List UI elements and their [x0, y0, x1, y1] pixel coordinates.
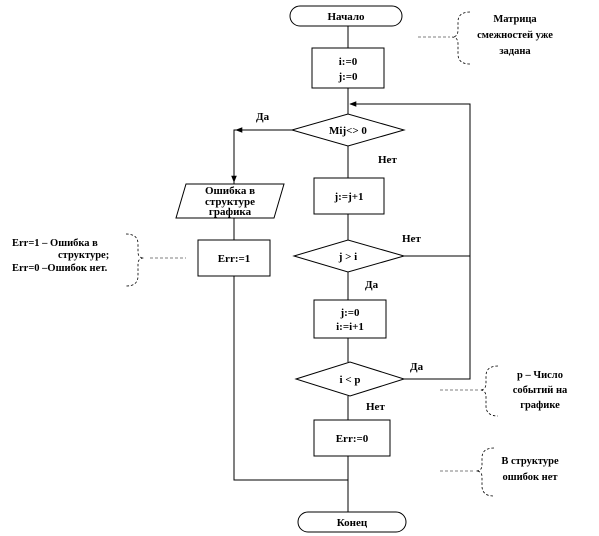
edge-cond-i-yes: [349, 101, 471, 380]
edge-err1-end: [233, 276, 348, 481]
inc-j-process: j:=j+1: [313, 177, 385, 215]
cond-j-label: j > i: [338, 251, 358, 263]
note-matrix-line-3: задана: [499, 46, 531, 57]
label-i-no: Нет: [366, 401, 385, 413]
note-p-line-2: событий на: [513, 385, 568, 396]
error-io: Ошибка в структуре графика: [175, 183, 285, 219]
note-ok-line-2: ошибок нет: [502, 472, 558, 483]
init-j-label: j:=0: [337, 71, 358, 83]
set-err0-process: Err:=0: [313, 419, 391, 457]
note-ok: В структуре ошибок нет: [440, 447, 559, 497]
reset-j-label: j:=0: [339, 307, 360, 319]
init-i-label: i:=0: [339, 56, 358, 68]
cond-j-decision: j > i: [292, 239, 406, 273]
note-p-line-3: графике: [520, 400, 560, 411]
note-p: p – Число событий на графике: [440, 365, 568, 417]
note-matrix: Матрица смежностей уже задана: [418, 11, 553, 65]
connectors: [231, 26, 471, 512]
note-matrix-line-2: смежностей уже: [477, 30, 553, 41]
end-terminal: Конец: [297, 511, 407, 533]
cond-m-label: Mij<> 0: [329, 125, 367, 137]
label-i-yes: Да: [410, 361, 424, 373]
label-m-yes: Да: [256, 111, 270, 123]
error-io-line-3: графика: [209, 206, 252, 218]
label-m-no: Нет: [378, 154, 397, 166]
note-matrix-line-1: Матрица: [493, 14, 537, 25]
note-err-line-3: Err=0 –Ошибок нет.: [12, 263, 108, 274]
note-err-line-2: структуре;: [58, 250, 109, 261]
inc-i-label: i:=i+1: [336, 321, 364, 333]
note-err: Err=1 – Ошибка в структуре; Err=0 –Ошибо…: [12, 233, 186, 287]
error-io-line-1: Ошибка в: [205, 185, 255, 197]
reset-j-inc-i-process: j:=0 i:=i+1: [313, 299, 387, 339]
note-err-line-1: Err=1 – Ошибка в: [12, 238, 98, 249]
start-label: Начало: [327, 11, 365, 23]
set-err1-process: Err:=1: [197, 239, 271, 277]
note-p-line-1: p – Число: [517, 370, 563, 381]
edge-cond-m-yes: [233, 129, 292, 184]
error-io-line-2: структуре: [205, 196, 255, 208]
init-ij-process: i:=0 j:=0: [311, 47, 385, 89]
cond-m-decision: Mij<> 0: [290, 113, 406, 147]
label-j-no: Нет: [402, 233, 421, 245]
inc-j-label: j:=j+1: [333, 191, 363, 203]
cond-i-decision: i < p: [294, 361, 406, 397]
end-label: Конец: [337, 517, 368, 529]
note-ok-line-1: В структуре: [501, 456, 559, 467]
start-terminal: Начало: [289, 5, 403, 27]
set-err0-label: Err:=0: [336, 433, 369, 445]
set-err1-label: Err:=1: [218, 253, 251, 265]
label-j-yes: Да: [365, 279, 379, 291]
cond-i-label: i < p: [340, 374, 361, 386]
